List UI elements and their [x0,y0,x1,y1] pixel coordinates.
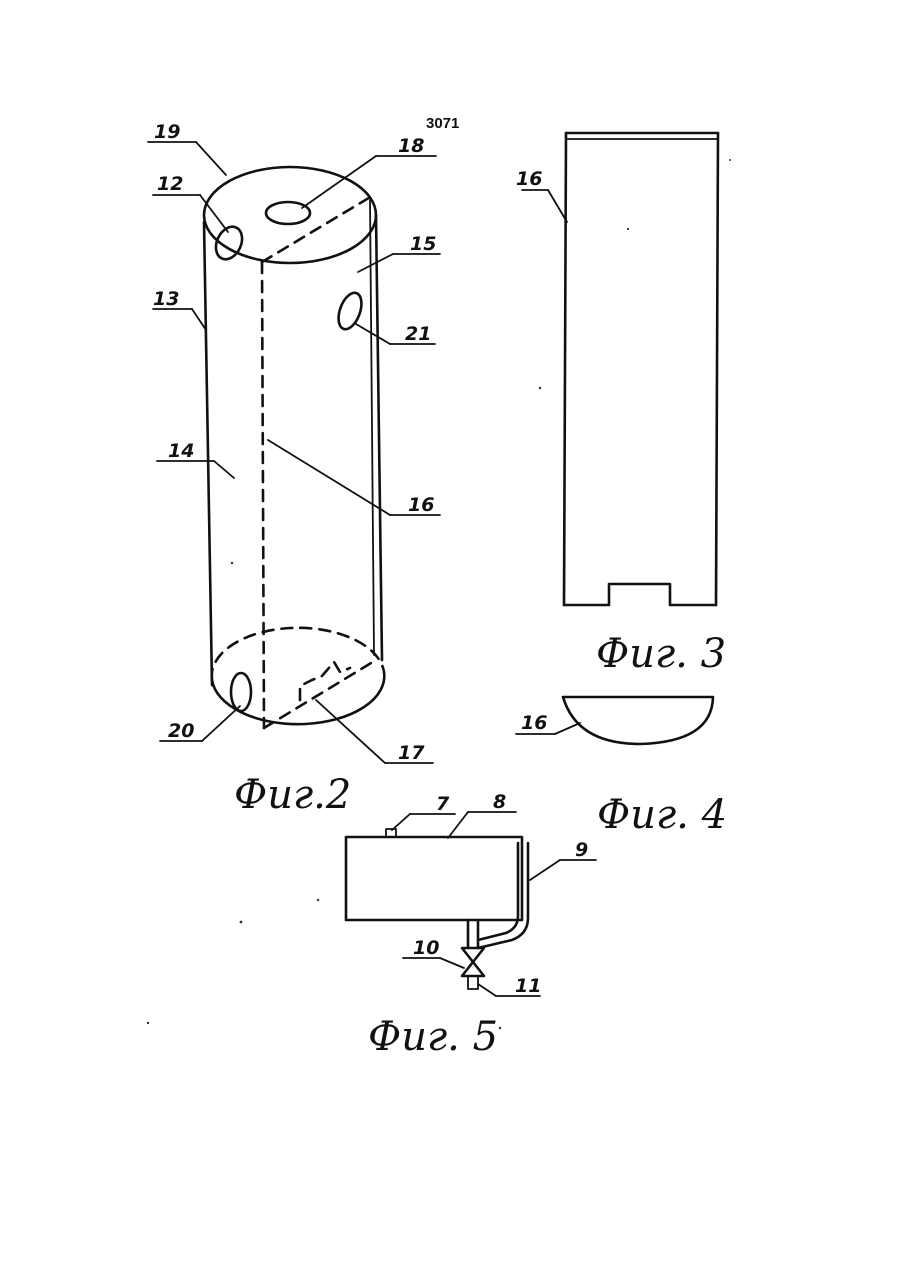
plate-left-edge [564,133,566,605]
label-14: 14 [168,440,194,462]
plate-right-edge [716,133,718,605]
leader-10 [440,958,464,968]
partition-vertical-line [262,262,264,728]
label-19: 19 [154,121,180,143]
pipe-9-inner [478,843,518,940]
leader-14 [214,461,234,478]
figure-2-caption: Фuг.2 [234,772,351,818]
cylinder-inner-wall-line [370,200,374,655]
leader-21 [356,324,390,344]
partition-notch-17 [300,662,350,700]
fig4-label-16: 16 [521,712,547,734]
leader-fig3-16 [548,190,567,222]
partition-bottom-line [264,660,376,728]
tank-body [346,837,522,920]
leader-8 [448,812,468,838]
figure-4: 16 Фuг. 4 [516,697,727,838]
valve-10-lower [462,962,484,976]
top-opening-18 [266,202,310,224]
leader-fig4-16 [555,723,580,734]
section-half-disc [563,697,713,744]
cylinder-top-ellipse [204,167,376,263]
label-13: 13 [153,288,179,310]
side-opening-12 [211,223,247,264]
cylinder-right-wall [376,215,382,660]
label-8: 8 [493,791,506,813]
leader-19 [196,142,226,175]
figure-3: 16 Фuг. 3 [516,133,726,677]
bottom-opening-20 [231,673,251,711]
label-10: 10 [413,937,439,959]
label-7: 7 [436,793,450,815]
leader-17 [316,700,385,763]
figure-5-caption: Фuг. 5 [368,1014,498,1060]
leader-9 [530,860,560,880]
label-21: 21 [405,323,431,345]
partition-top-line [262,196,372,262]
drain-nozzle-11 [468,976,478,989]
leader-11 [478,984,496,996]
label-9: 9 [575,839,588,861]
cylinder-bottom-back-arc [212,628,384,680]
figure-5: 7 8 9 10 11 Фuг. 5 [346,791,596,1060]
valve-10-upper [462,948,484,962]
label-18: 18 [398,135,424,157]
label-15: 15 [410,233,436,255]
figure-2: 19 12 13 18 15 21 14 16 20 17 Фuг.2 [148,121,440,818]
label-17: 17 [398,742,425,764]
plate-bottom-notch [564,584,716,605]
label-12: 12 [157,173,183,195]
sheet-number: 3071 [426,115,459,132]
label-16: 16 [408,494,434,516]
scan-specks [147,159,731,1029]
cylinder-bottom-front-arc [212,672,384,724]
label-11: 11 [515,975,541,997]
figure-3-caption: Фuг. 3 [596,631,726,677]
label-20: 20 [168,720,194,742]
leader-13 [192,309,206,330]
leader-20 [202,706,240,741]
cylinder-left-wall [204,222,212,685]
leader-7 [392,814,410,830]
fig3-label-16: 16 [516,168,542,190]
figure-4-caption: Фuг. 4 [597,792,727,838]
pipe-9-outer [478,843,528,948]
side-opening-21 [334,290,366,333]
